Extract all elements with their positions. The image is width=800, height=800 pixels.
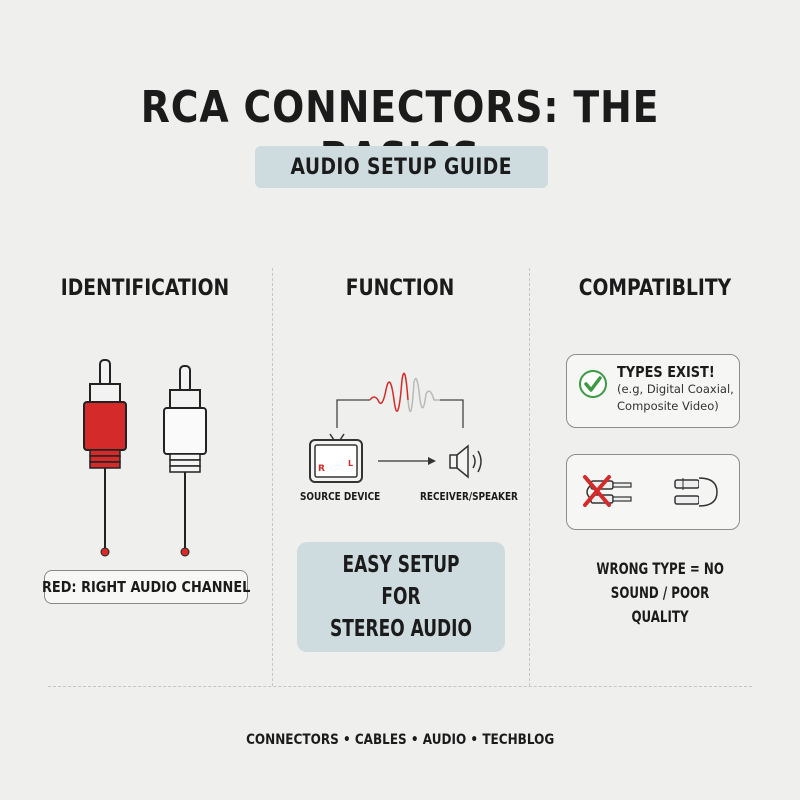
wrong-type-illustration	[583, 475, 718, 507]
check-icon	[579, 370, 607, 398]
easy-setup-line1: EASY SETUP FOR	[342, 552, 460, 610]
red-channel-label-text: RED: RIGHT AUDIO CHANNEL	[41, 578, 251, 596]
types-exist-title: TYPES EXIST!	[617, 363, 715, 381]
footer-tags: CONNECTORS • CABLES • AUDIO • TECHBLOG	[0, 732, 800, 748]
x-icon	[583, 475, 611, 507]
wrong-type-line1: WRONG TYPE = NO	[596, 559, 724, 578]
column-divider-right	[529, 268, 530, 686]
easy-setup-line2: STEREO AUDIO	[330, 616, 472, 642]
types-exist-card: TYPES EXIST! (e.g, Digital Coaxial, Comp…	[566, 354, 740, 428]
signal-flow-diagram: R L	[309, 372, 482, 483]
types-exist-line1: (e.g, Digital Coaxial,	[617, 382, 734, 396]
speaker-icon	[449, 444, 482, 479]
tv-left-label: L	[348, 459, 353, 468]
red-channel-label: RED: RIGHT AUDIO CHANNEL	[41, 570, 251, 604]
wrong-type-line2: SOUND / POOR QUALITY	[610, 583, 710, 626]
types-exist-line2: Composite Video)	[617, 399, 719, 413]
wrong-type-card	[566, 454, 740, 530]
tv-icon	[309, 433, 363, 483]
subtitle-pill: AUDIO SETUP GUIDE	[255, 146, 548, 188]
wrong-type-warning: WRONG TYPE = NO SOUND / POOR QUALITY	[560, 557, 760, 629]
column-divider-left	[272, 268, 273, 686]
subtitle-text: AUDIO SETUP GUIDE	[290, 154, 513, 180]
easy-setup-box: EASY SETUP FOR STEREO AUDIO	[297, 542, 505, 652]
heading-compatibility: COMPATIBLITY	[578, 276, 732, 301]
rca-socket-pair-icon	[674, 477, 718, 507]
white-rca-plug-icon	[163, 365, 207, 557]
receiver-speaker-label: RECEIVER/SPEAKER	[420, 491, 518, 503]
source-device-label: SOURCE DEVICE	[300, 491, 381, 503]
tv-right-label: R	[318, 464, 325, 474]
rca-plugs-illustration	[83, 359, 207, 557]
bottom-divider	[48, 686, 752, 687]
footer-text: CONNECTORS • CABLES • AUDIO • TECHBLOG	[245, 732, 555, 748]
heading-function: FUNCTION	[345, 276, 455, 301]
red-rca-plug-icon	[83, 359, 127, 557]
heading-identification: IDENTIFICATION	[60, 276, 230, 301]
